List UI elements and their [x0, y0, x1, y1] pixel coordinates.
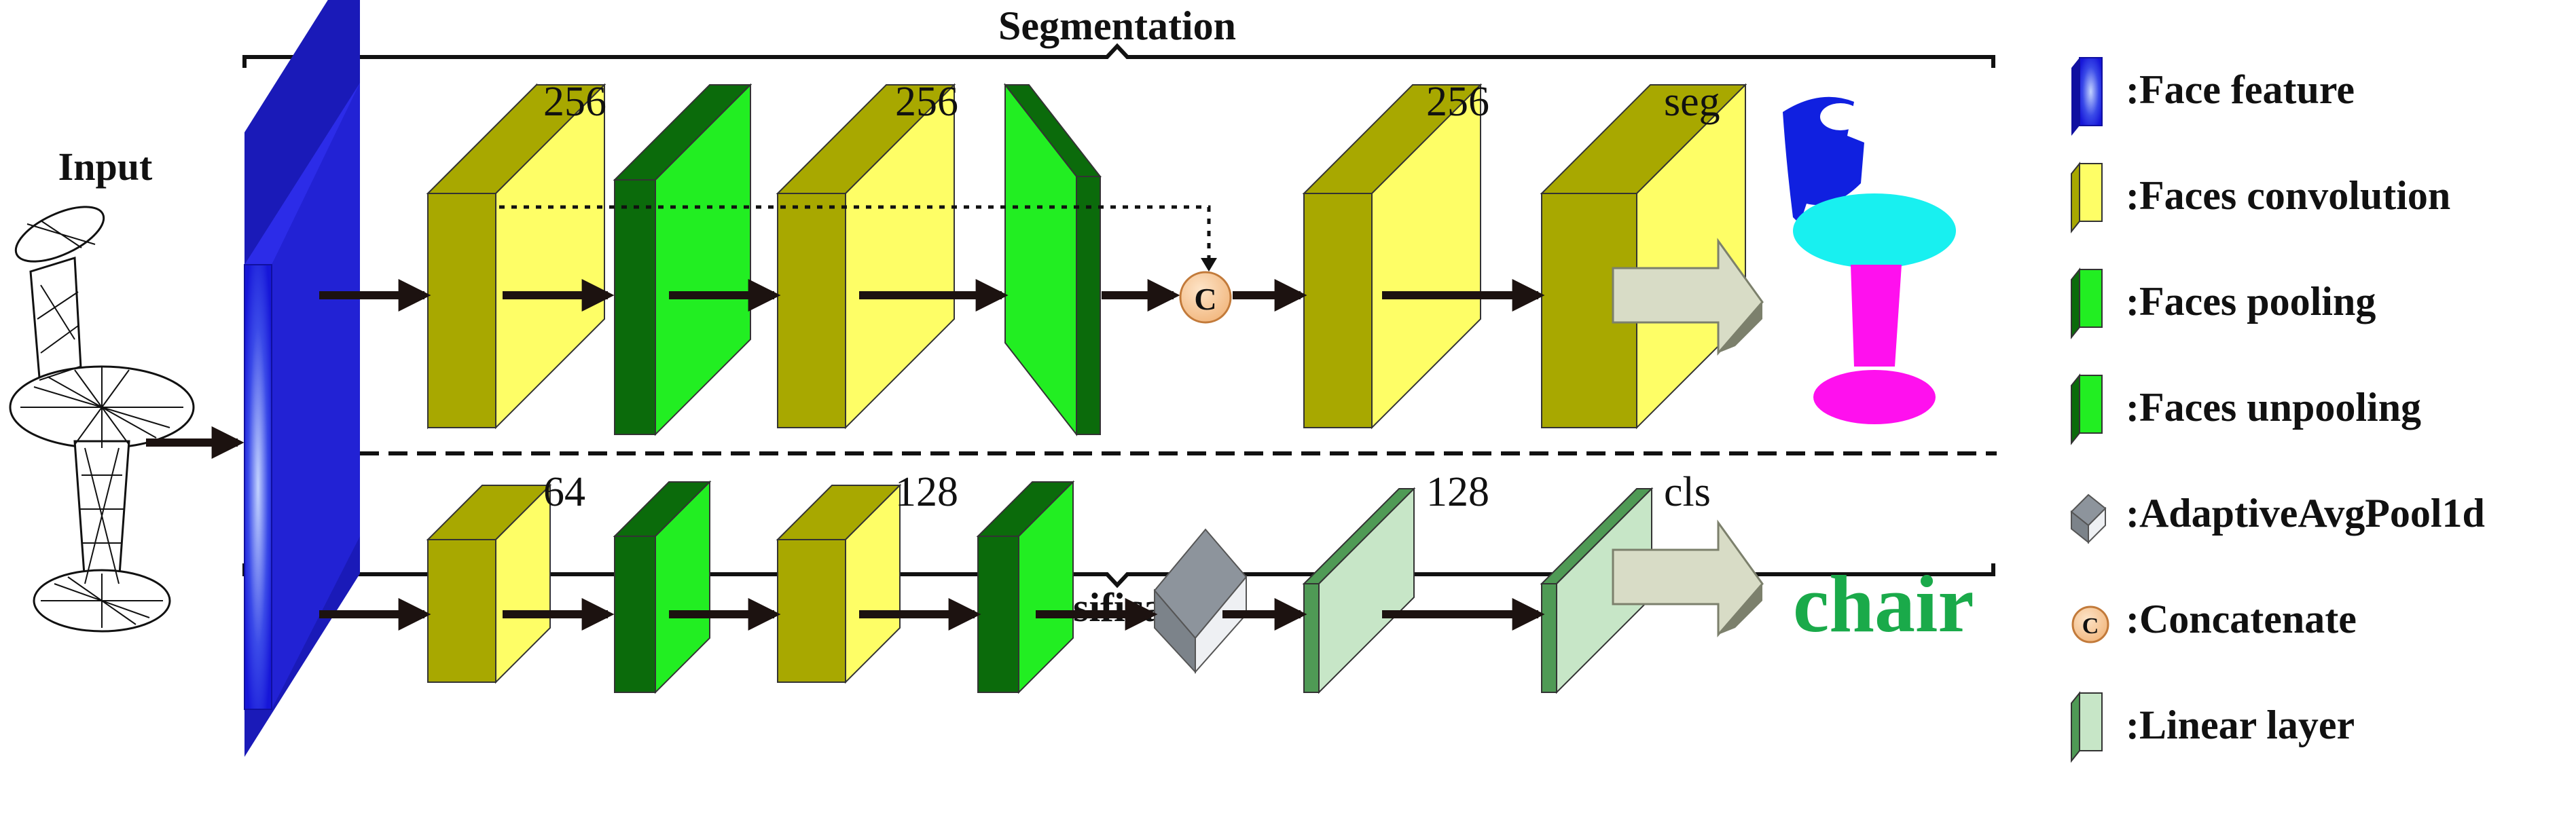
seg-output-label: seg [1664, 79, 1720, 125]
cls-conv-block-2 [776, 483, 902, 684]
legend-label: :Faces unpooling [2126, 385, 2421, 430]
face-feature-icon [2071, 57, 2103, 136]
legend-item: :AdaptiveAvgPool1d [2070, 491, 2485, 544]
legend-item: :Faces pooling [2071, 267, 2376, 339]
cls-linear-block-1 [1302, 487, 1416, 694]
layer-blocks [426, 83, 1747, 694]
linear-layer-icon [2071, 691, 2103, 763]
legend-item: :Faces unpooling [2071, 373, 2421, 445]
concatenate-node: C [1179, 271, 1232, 324]
seg-conv-block-1-body [426, 83, 606, 430]
segmentation-title: Segmentation [998, 3, 1236, 48]
seg-conv1-label: 256 [543, 79, 606, 125]
legend: :Face feature :Faces convolution :Faces po… [2070, 57, 2485, 763]
seg-conv-block-4 [1540, 83, 1747, 430]
legend-label: :Concatenate [2126, 597, 2357, 641]
seg-conv3-label: 256 [1426, 79, 1489, 125]
input-label: Input [58, 145, 153, 189]
cls-conv1-label: 64 [543, 469, 585, 515]
cls-conv-block-1 [426, 483, 552, 684]
legend-label: :Faces pooling [2126, 279, 2376, 324]
concatenate-icon: C [2071, 605, 2109, 643]
seg-output-arrow [1612, 238, 1764, 356]
concatenate-symbol: C [1194, 282, 1216, 316]
faces-pooling-icon [2071, 267, 2103, 339]
faces-unpooling-icon [2071, 373, 2103, 445]
cls-linear-block-2 [1540, 487, 1654, 694]
seg-pool-block-1 [613, 83, 752, 436]
seg-conv-block-3 [1302, 83, 1483, 430]
cls-conv2-label: 128 [895, 469, 958, 515]
cls-output-arrow [1612, 519, 1764, 638]
legend-label: :Linear layer [2126, 703, 2355, 747]
segmentation-brace [242, 43, 1995, 68]
skip-connection [499, 205, 1217, 272]
face-feature-block [244, 0, 360, 757]
seg-conv2-label: 256 [895, 79, 958, 125]
svg-text:C: C [2082, 614, 2099, 639]
cls-pool-block-1 [613, 480, 712, 694]
segmented-chair-output [1783, 96, 1956, 424]
legend-item: C :Concatenate [2071, 597, 2357, 643]
legend-item: :Faces convolution [2071, 162, 2450, 233]
seg-conv-block-2 [776, 83, 956, 430]
cls-output-label: cls [1664, 469, 1711, 515]
legend-label: :AdaptiveAvgPool1d [2126, 491, 2485, 536]
cls-pool-block-2 [976, 480, 1075, 694]
faces-convolution-icon [2071, 162, 2103, 233]
legend-label: :Face feature [2126, 67, 2355, 112]
classification-prediction: chair [1793, 559, 1974, 649]
adaptive-avg-pool-icon [2070, 493, 2107, 544]
input-mesh-chair [9, 206, 195, 633]
cls-linear1-label: 128 [1426, 469, 1489, 515]
flow-arrows [319, 279, 1545, 631]
cls-adaptive-avgpool-block [1153, 528, 1248, 674]
legend-item: :Linear layer [2071, 691, 2355, 763]
seg-unpool-block-1 [1003, 83, 1102, 436]
legend-item: :Face feature [2071, 57, 2355, 136]
legend-label: :Faces convolution [2126, 173, 2450, 218]
